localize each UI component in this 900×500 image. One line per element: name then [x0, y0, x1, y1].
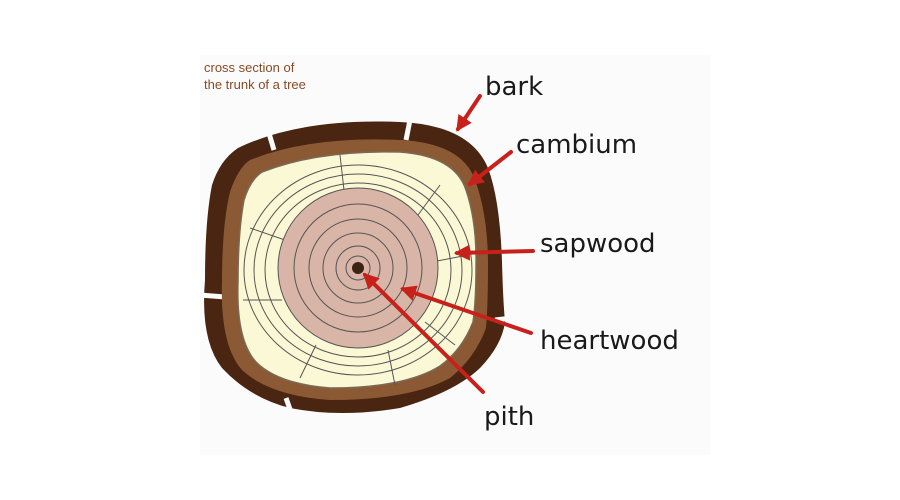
label-heartwood: heartwood — [540, 326, 679, 356]
label-sapwood: sapwood — [540, 229, 656, 259]
bark-arrow — [456, 94, 482, 132]
cambium-arrow — [467, 150, 513, 186]
caption-line-1: cross section of — [204, 60, 295, 75]
sapwood-arrow — [453, 244, 535, 261]
label-cambium: cambium — [516, 130, 637, 160]
heartwood-rings — [293, 203, 423, 333]
pith-core — [352, 262, 364, 274]
label-bark: bark — [485, 72, 543, 102]
sapwood-rings — [243, 164, 473, 376]
label-pith: pith — [484, 402, 534, 432]
pith-arrow — [362, 272, 485, 394]
label-arrows — [362, 94, 535, 394]
heartwood-arrow — [399, 285, 533, 335]
caption-line-2: the trunk of a tree — [204, 77, 306, 92]
